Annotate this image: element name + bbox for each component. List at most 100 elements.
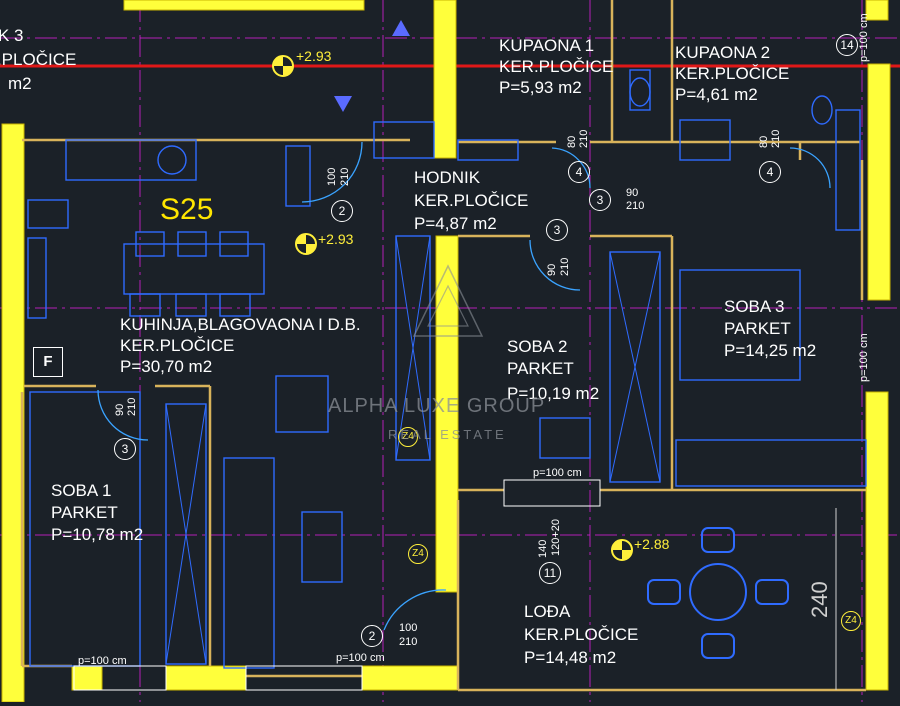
watermark-logo-inner	[427, 284, 469, 327]
furniture-outline	[129, 293, 161, 317]
section-arrow-down	[334, 96, 352, 112]
furniture-outline	[675, 439, 867, 487]
door-height-4: 210	[626, 200, 645, 212]
wall-zone-tag-3: Z4	[841, 611, 861, 631]
furniture-outline	[165, 403, 207, 665]
furniture-outline	[175, 293, 207, 317]
furniture-outline	[539, 417, 591, 459]
wall-segment	[71, 665, 103, 691]
room-loda-floor: KER.PLOČICE	[524, 625, 639, 644]
door-width-1: 100	[326, 167, 338, 186]
cabinet-cross	[395, 235, 431, 461]
window-sill-note: 140	[537, 539, 549, 558]
window-tag-2: 11	[539, 562, 561, 584]
balcony-chair	[755, 579, 789, 605]
balcony-chair	[701, 633, 735, 659]
balcony-table	[689, 563, 747, 621]
door-height-6: 210	[126, 397, 138, 416]
watermark-brand: ALPHA LUXE GROUP	[328, 395, 546, 417]
sill-label-3: p=100 cm	[336, 652, 385, 664]
room-hodnik-area: P=4,87 m2	[414, 214, 497, 233]
stove-burner	[157, 145, 187, 175]
room-soba2-floor: PARKET	[507, 359, 574, 378]
furniture-outline	[301, 511, 343, 583]
room-kupaona1-name: KUPAONA 1	[499, 36, 595, 55]
room-kuhinja-floor: KER.PLOČICE	[120, 336, 235, 355]
elevation-mark-1: +2.93	[296, 48, 332, 64]
sill-label-5: p=100 cm	[858, 13, 870, 62]
toilet-kupaona1	[629, 77, 651, 107]
elevation-symbol-fill	[283, 66, 293, 76]
cabinet-cross	[609, 251, 661, 483]
wall-segment	[867, 63, 891, 301]
door-tag-7: 2	[361, 625, 383, 647]
furniture-outline	[223, 457, 275, 669]
door-swing-arc	[97, 389, 149, 441]
elevation-symbol-fill	[612, 540, 622, 550]
door-tag-2: 4	[568, 161, 590, 183]
furniture-outline	[457, 139, 519, 161]
door-swing-arc	[383, 589, 447, 631]
door-tag-3: 4	[759, 161, 781, 183]
room-loda-area: P=14,48 m2	[524, 648, 617, 667]
door-height-3: 210	[770, 129, 782, 148]
dimension-240: 240	[807, 581, 832, 618]
furniture-outline	[679, 119, 731, 161]
door-swing-arc	[301, 141, 363, 203]
sill-label-4: p=100 cm	[858, 333, 870, 382]
window-frame	[73, 665, 167, 691]
wall-segment	[1, 123, 25, 703]
furniture-outline	[219, 231, 249, 257]
room-kupaona1-floor: KER.PLOČICE	[499, 57, 614, 76]
furniture-outline	[395, 235, 431, 461]
room-soba2-area: P=10,19 m2	[507, 384, 600, 403]
room-kupaona1-area: P=5,93 m2	[499, 78, 582, 97]
furniture-outline	[177, 231, 207, 257]
furniture-outline	[285, 145, 311, 207]
door-width-2: 80	[566, 135, 578, 148]
room-soba1-area: P=10,78 m2	[51, 525, 144, 544]
window-height-note: 120+20	[550, 518, 562, 556]
room-soba3-area: P=14,25 m2	[724, 341, 817, 360]
window-tag-1: 14	[836, 34, 858, 56]
room-soba1-floor: PARKET	[51, 503, 118, 522]
furniture-outline	[123, 243, 265, 295]
door-width-5: 90	[546, 263, 558, 276]
window-frame	[245, 665, 363, 691]
room-soba3-floor: PARKET	[724, 319, 791, 338]
watermark-logo	[412, 264, 484, 337]
room-k3-area: m2	[8, 74, 32, 93]
room-kuhinja-area: P=30,70 m2	[120, 357, 213, 376]
wall-segment	[433, 0, 457, 159]
sill-label-1: p=100 cm	[533, 467, 582, 479]
elevation-symbol-fill	[273, 56, 283, 66]
room-kuhinja-name: KUHINJA,BLAGOVAONA I D.B.	[120, 315, 361, 334]
balcony-chair	[647, 579, 681, 605]
window-frame	[503, 479, 601, 507]
door-swing-arc	[789, 147, 831, 189]
elevation-symbol-fill	[306, 244, 316, 254]
unit-title: S25	[160, 193, 214, 226]
door-height-1: 210	[339, 167, 351, 186]
elevation-mark-3: +2.88	[634, 536, 670, 552]
furniture-outline	[835, 109, 861, 231]
room-soba2-name: SOBA 2	[507, 337, 568, 356]
door-tag-5: 3	[546, 219, 568, 241]
wall-segment	[865, 0, 889, 21]
wall-zone-tag-2: Z4	[408, 544, 428, 564]
furniture-outline	[679, 269, 801, 381]
room-kupaona2-area: P=4,61 m2	[675, 85, 758, 104]
fridge-symbol: F	[33, 347, 63, 377]
door-tag-1: 2	[331, 200, 353, 222]
door-height-7: 210	[399, 636, 418, 648]
elevation-symbol-fill	[296, 234, 306, 244]
furniture-outline	[275, 375, 329, 433]
room-hodnik-name: HODNIK	[414, 168, 481, 187]
room-soba3-name: SOBA 3	[724, 297, 785, 316]
door-width-4: 90	[626, 187, 639, 199]
watermark-sub: REAL ESTATE	[388, 427, 507, 442]
door-tag-4: 3	[589, 189, 611, 211]
toilet-kupaona2	[811, 95, 833, 125]
furniture-outline	[27, 199, 69, 229]
